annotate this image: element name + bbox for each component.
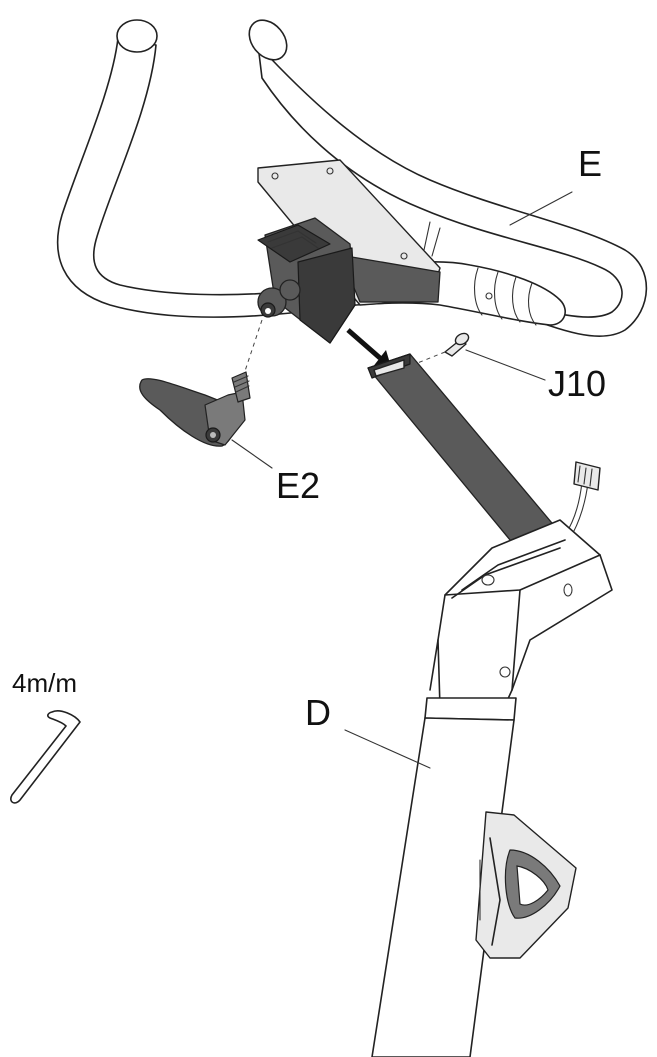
- knob-e2: [139, 319, 273, 469]
- leader-line-d: [344, 729, 431, 769]
- handlebar-post: [367, 353, 563, 553]
- label-e2: E2: [276, 465, 321, 506]
- console-cable: [564, 461, 601, 539]
- leader-line-e: [509, 191, 573, 226]
- label-d: D: [305, 692, 331, 733]
- allen-wrench: [10, 710, 81, 804]
- bolt-j10: [409, 332, 546, 381]
- handlebar-e: [56, 19, 648, 344]
- frame-post-d: [371, 519, 613, 1057]
- label-e: E: [578, 143, 603, 184]
- label-j10: J10: [548, 363, 607, 404]
- label-wrench-size: 4m/m: [12, 668, 77, 698]
